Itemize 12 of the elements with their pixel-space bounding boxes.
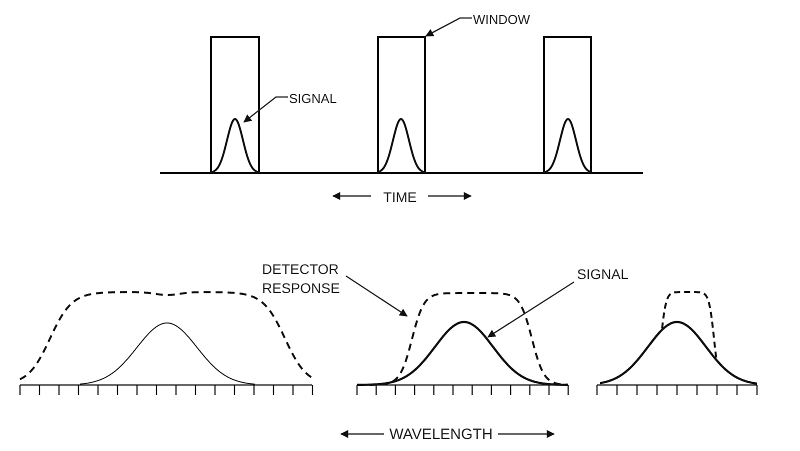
axis-label: TIME [382, 188, 418, 207]
leader-arrow [243, 96, 288, 123]
callout-label: SIGNAL [577, 265, 630, 284]
axis-label: WAVELENGTH [388, 425, 494, 445]
signal-pulse [210, 118, 260, 174]
window-outline [377, 36, 426, 173]
callout-label: WINDOW [473, 11, 532, 29]
leader-arrow [487, 281, 574, 338]
callout-label: SIGNAL [289, 90, 338, 108]
leader-arrow [346, 275, 408, 317]
leader-arrow [425, 17, 472, 37]
callout-label: DETECTOR RESPONSE [262, 260, 341, 298]
